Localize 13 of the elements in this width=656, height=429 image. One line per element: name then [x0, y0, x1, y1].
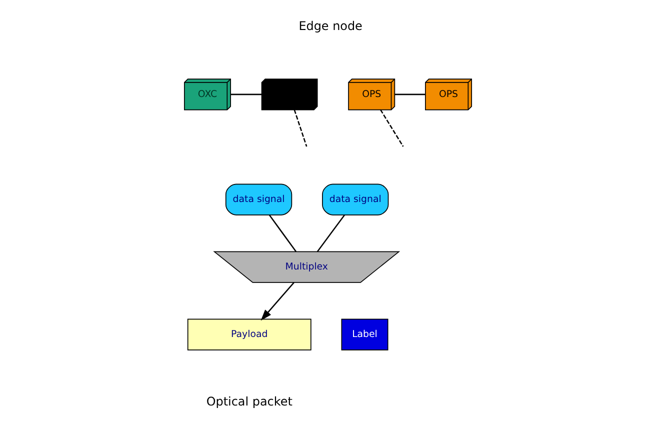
node-box: Label — [341, 318, 388, 350]
connector — [230, 94, 262, 96]
connector — [316, 214, 346, 252]
node-box: data signal — [225, 184, 292, 216]
label: Edge node — [298, 19, 362, 34]
node-box: data signal — [322, 184, 389, 216]
label: Optical packet — [206, 394, 292, 408]
connector — [394, 94, 426, 96]
node-box: Payload — [187, 318, 312, 350]
connector — [268, 214, 297, 252]
connector — [294, 110, 308, 147]
connector — [380, 110, 404, 147]
arrow — [260, 282, 294, 321]
